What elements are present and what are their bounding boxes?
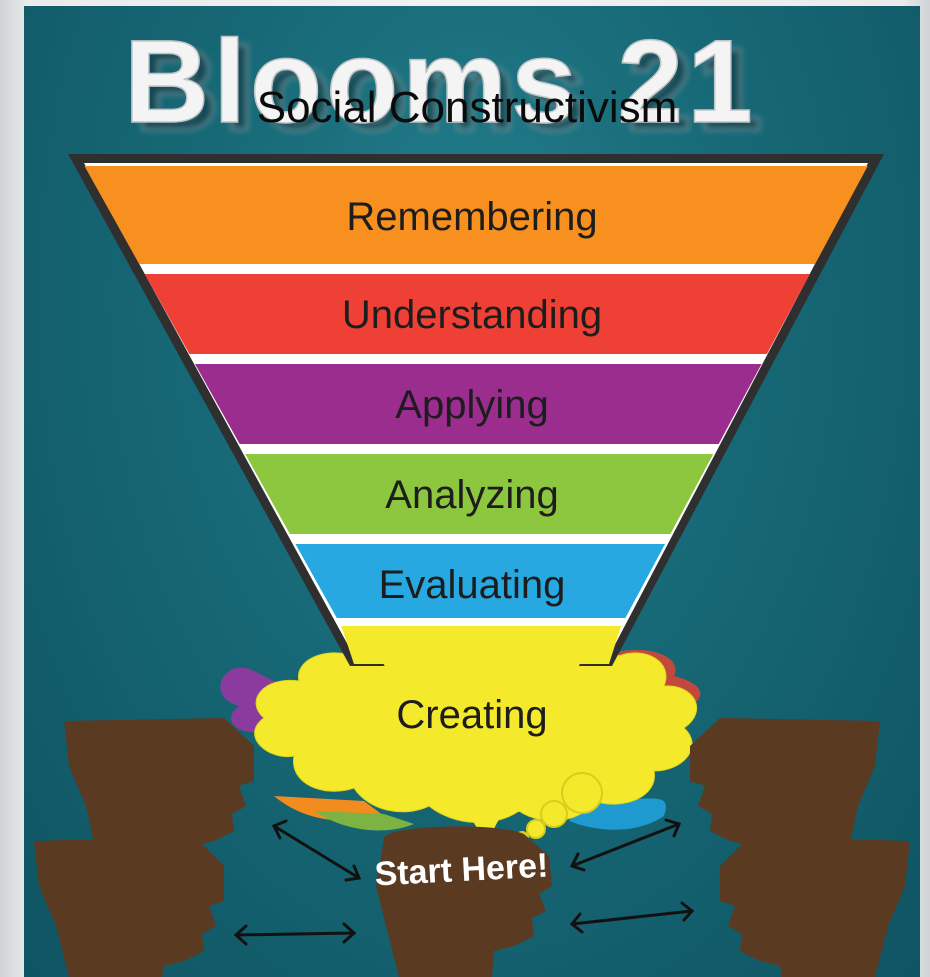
arrow-bottom-right bbox=[569, 901, 695, 934]
head-right-top bbox=[690, 718, 880, 866]
bloom-diagram: Blooms 21 Blooms 21 Social Constructivis… bbox=[34, 15, 910, 977]
arrow-top-left bbox=[271, 819, 362, 882]
start-here-label: Start Here! bbox=[374, 846, 550, 893]
creating-beam bbox=[379, 656, 584, 844]
level-label-evaluating: Evaluating bbox=[379, 563, 566, 607]
funnel-band-remembering bbox=[84, 166, 868, 264]
heads bbox=[34, 718, 910, 977]
head-center bbox=[376, 826, 552, 977]
title-shadow: Blooms 21 bbox=[134, 24, 767, 156]
level-label-creating: Creating bbox=[396, 693, 547, 737]
funnel-band-applying bbox=[194, 364, 762, 444]
head-left-top bbox=[64, 718, 254, 866]
level-label-remembering: Remembering bbox=[346, 195, 597, 239]
level-label-understanding: Understanding bbox=[342, 293, 602, 337]
subtitle: Social Constructivism bbox=[257, 83, 678, 132]
head-left-bottom bbox=[34, 836, 224, 977]
title: Blooms 21 bbox=[124, 16, 757, 148]
funnel-band-understanding bbox=[144, 274, 810, 354]
arrows bbox=[233, 818, 695, 946]
funnel-band-creating bbox=[341, 626, 622, 664]
arrow-top-right bbox=[569, 818, 682, 872]
thought-bubbles bbox=[515, 772, 603, 845]
bloom-poster: Blooms 21 Blooms 21 Social Constructivis… bbox=[24, 6, 920, 977]
arrow-bottom-left bbox=[233, 922, 357, 946]
title-group: Blooms 21 Blooms 21 Social Constructivis… bbox=[123, 15, 767, 157]
head-right-bottom bbox=[720, 836, 910, 977]
funnel-band-analyzing bbox=[245, 454, 714, 534]
level-label-applying: Applying bbox=[395, 383, 548, 427]
level-label-analyzing: Analyzing bbox=[385, 473, 558, 517]
funnel: RememberingUnderstandingApplyingAnalyzin… bbox=[68, 154, 884, 844]
funnel-band-evaluating bbox=[295, 544, 666, 618]
